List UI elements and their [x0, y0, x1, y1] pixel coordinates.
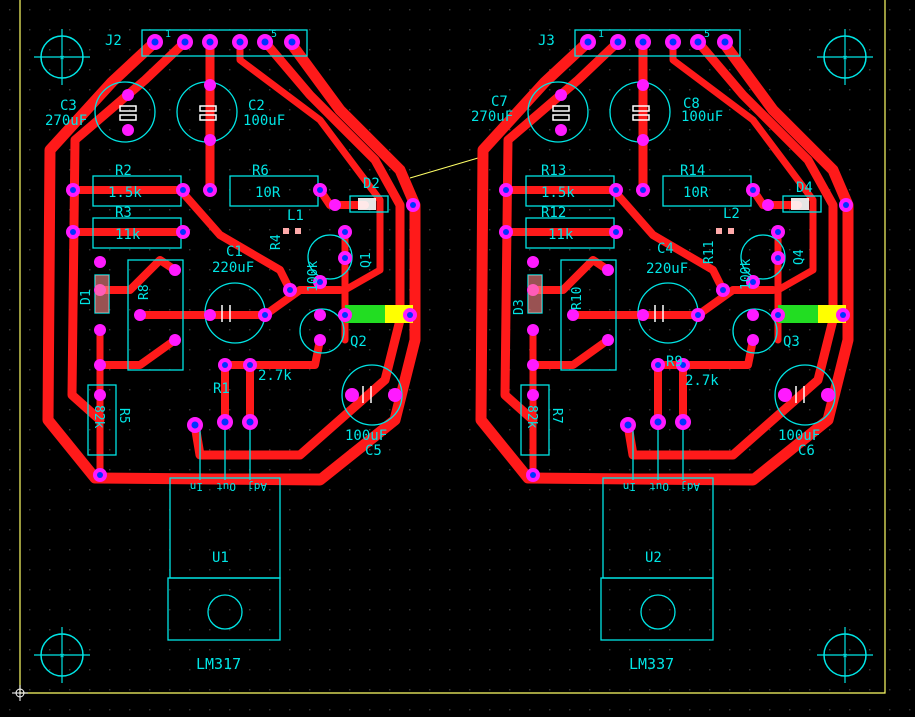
q1-ref: Q1 [359, 252, 374, 268]
u2-part: LM337 [629, 655, 674, 673]
r10-ref: R10 [570, 287, 585, 310]
r13-value: 1.5k [541, 185, 575, 201]
connector-ref: J3 [538, 33, 555, 49]
q4-ref: Q4 [792, 249, 807, 265]
c2-ref: C2 [248, 98, 265, 114]
r9-value: 2.7k [685, 373, 719, 389]
highlighted-net [345, 305, 385, 323]
c4-ref: C4 [657, 241, 674, 257]
r6-ref: R6 [252, 163, 269, 179]
r2-ref: R2 [115, 163, 132, 179]
vias [503, 38, 849, 478]
l1-ref: L1 [287, 208, 304, 224]
r3-value: 11k [115, 227, 141, 243]
pin5-label: 5 [271, 29, 277, 40]
d2-ref: D2 [363, 176, 380, 192]
r5-value: 82k [91, 405, 106, 429]
pin-out: Out [216, 480, 236, 493]
d4-ref: D4 [796, 180, 813, 196]
pin-in: In [623, 480, 636, 493]
r12-value: 11k [548, 227, 574, 243]
l2-ref: L2 [723, 206, 740, 222]
c8-ref: C8 [683, 96, 700, 112]
connection-ratline [409, 157, 479, 179]
r5-ref: R5 [116, 408, 131, 424]
vias [70, 38, 416, 478]
r1-value: 2.7k [258, 368, 292, 384]
r7-ref: R7 [549, 408, 564, 424]
r9-ref: R9 [666, 354, 683, 370]
c6-ref: C6 [798, 443, 815, 459]
pin5-label: 5 [704, 29, 710, 40]
c8-value: 100uF [681, 109, 723, 125]
q3-ref: Q3 [783, 334, 800, 350]
c5-value: 100uF [345, 428, 387, 444]
c6-value: 100uF [778, 428, 820, 444]
pin-out: Out [649, 480, 669, 493]
r1-ref: R1 [213, 381, 230, 397]
r3-ref: R3 [115, 205, 132, 221]
r14-ref: R14 [680, 163, 705, 179]
r4-value: 100k [306, 261, 321, 292]
capacitor-symbols [552, 105, 805, 403]
d1-ref: D1 [79, 289, 94, 305]
connector-ref: J2 [105, 33, 122, 49]
r2-value: 1.5k [108, 185, 142, 201]
c1-value: 220uF [212, 260, 254, 276]
left-regulator-circuit: J2 1 5 C3 270uF C2 100uF R2 1.5k R6 10R … [42, 29, 421, 673]
r7-value: 82k [524, 405, 539, 429]
c7-ref: C7 [491, 94, 508, 110]
r4-ref: R4 [269, 234, 284, 250]
board-outline [19, 0, 886, 694]
c3-ref: C3 [60, 98, 77, 114]
r6-value: 10R [255, 185, 281, 201]
r13-ref: R13 [541, 163, 566, 179]
u2-ref: U2 [645, 550, 662, 566]
r12-ref: R12 [541, 205, 566, 221]
c7-value: 270uF [471, 109, 513, 125]
r11-value: 100k [739, 259, 754, 290]
pin1-label: 1 [598, 29, 604, 40]
pin-adj: Adj [680, 480, 700, 493]
c5-ref: C5 [365, 443, 382, 459]
r11-ref: R11 [702, 241, 717, 264]
pin-adj: Adj [247, 480, 267, 493]
pin1-label: 1 [165, 29, 171, 40]
c4-value: 220uF [646, 261, 688, 277]
origin-marker [12, 685, 28, 701]
r8-ref: R8 [137, 284, 152, 300]
r14-value: 10R [683, 185, 709, 201]
c2-value: 100uF [243, 113, 285, 129]
pin-in: In [190, 480, 203, 493]
q2-ref: Q2 [350, 334, 367, 350]
highlighted-net [778, 305, 818, 323]
capacitor-symbols [119, 105, 372, 403]
c1-ref: C1 [226, 244, 243, 260]
c3-value: 270uF [45, 113, 87, 129]
u1-ref: U1 [212, 550, 229, 566]
u1-part: LM317 [196, 655, 241, 673]
right-regulator-circuit: J3 1 5 C7 270uF C8 100uF R13 1.5k R14 10… [471, 29, 854, 673]
d3-ref: D3 [512, 299, 527, 315]
